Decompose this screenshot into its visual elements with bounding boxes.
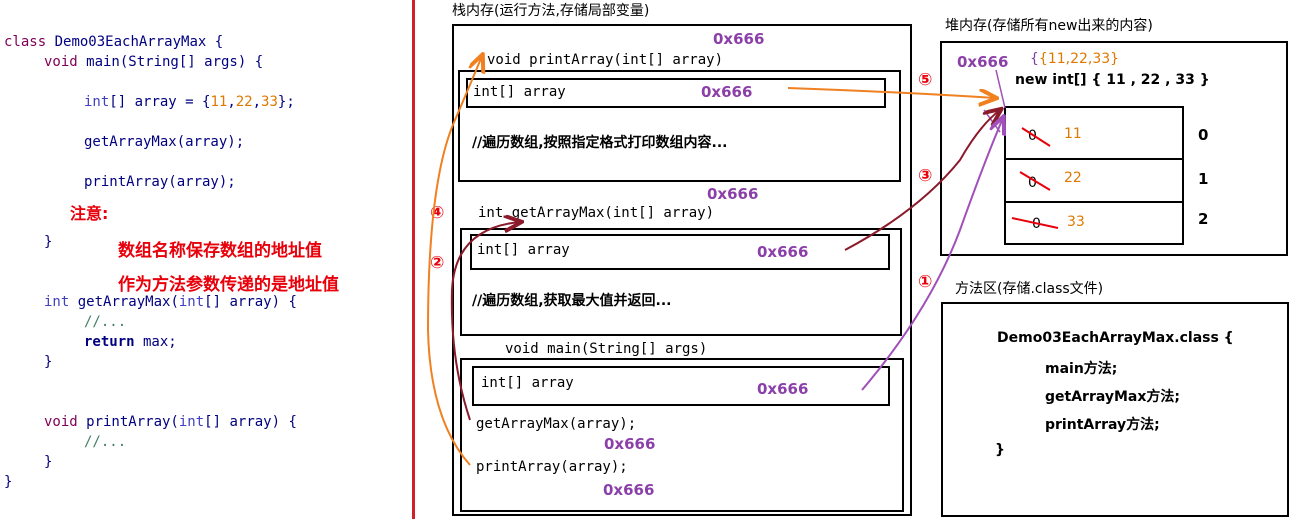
step-2-marker: ② bbox=[430, 253, 445, 273]
heap-cell-0-old: 0 bbox=[1028, 128, 1037, 144]
heap-header: 堆内存(存储所有new出来的内容) bbox=[945, 18, 1153, 34]
heap-new-expr: new int[] { 11 , 22 , 33 } bbox=[1015, 72, 1210, 88]
heap-cell-2-old: 0 bbox=[1032, 216, 1041, 232]
heap-values-label: {{11,22,33} bbox=[1030, 51, 1120, 67]
code-line-main: void main(String[] args) { bbox=[44, 54, 264, 70]
code-line-print-comment: //... bbox=[84, 434, 127, 450]
main-frame-signature: void main(String[] args) bbox=[505, 341, 708, 357]
heap-cell-divider-1 bbox=[1005, 158, 1183, 160]
method-area-header: 方法区(存储.class文件) bbox=[955, 281, 1104, 297]
method-area-class: Demo03EachArrayMax.class { bbox=[997, 330, 1234, 346]
main-frame-var: int[] array bbox=[481, 375, 574, 391]
max-frame-var: int[] array bbox=[477, 242, 570, 258]
code-line-getmax-sig: int getArrayMax(int[] array) { bbox=[44, 294, 297, 310]
step-4-marker: ④ bbox=[430, 203, 445, 223]
note-line2: 作为方法参数传递的是地址值 bbox=[118, 275, 339, 295]
heap-cell-1-value: 22 bbox=[1064, 170, 1082, 186]
code-line-array-decl: int[] array = {11,22,33}; bbox=[84, 94, 295, 110]
code-line-class-close: } bbox=[4, 474, 13, 490]
method-area-getarraymax: getArrayMax方法; bbox=[1045, 389, 1181, 405]
max-frame-signature: int getArrayMax(int[] array) bbox=[478, 205, 715, 221]
code-line-class: class Demo03EachArrayMax { bbox=[4, 34, 224, 50]
heap-cell-2-value: 33 bbox=[1067, 214, 1085, 230]
method-area-main: main方法; bbox=[1045, 361, 1118, 377]
main-frame-call-print: printArray(array); bbox=[476, 459, 628, 475]
main-frame-var-addr: 0x666 bbox=[757, 380, 809, 398]
heap-cell-0-index: 0 bbox=[1198, 126, 1209, 144]
heap-cell-1-old: 0 bbox=[1028, 175, 1037, 191]
heap-cell-2-index: 2 bbox=[1198, 210, 1209, 228]
note-title: 注意: bbox=[70, 204, 109, 223]
print-frame-comment: //遍历数组,按照指定格式打印数组内容... bbox=[472, 135, 728, 151]
print-frame-addr: 0x666 bbox=[713, 30, 765, 48]
stack-header: 栈内存(运行方法,存储局部变量) bbox=[452, 3, 650, 19]
main-frame-call-print-addr: 0x666 bbox=[603, 481, 655, 499]
max-frame-var-addr: 0x666 bbox=[757, 243, 809, 261]
heap-addr: 0x666 bbox=[957, 53, 1009, 71]
code-line-call-print: printArray(array); bbox=[84, 174, 236, 190]
code-line-getmax-comment: //... bbox=[84, 314, 127, 330]
heap-cell-0-value: 11 bbox=[1064, 126, 1082, 142]
code-line-getmax-close: } bbox=[44, 354, 53, 370]
heap-cell-divider-2 bbox=[1005, 201, 1183, 203]
note-line1: 数组名称保存数组的地址值 bbox=[118, 241, 322, 261]
divider-line bbox=[412, 0, 415, 519]
main-frame-call-getmax: getArrayMax(array); bbox=[476, 416, 637, 432]
step-5-marker: ⑤ bbox=[918, 70, 933, 90]
step-1-marker: ① bbox=[918, 272, 933, 292]
code-line-print-sig: void printArray(int[] array) { bbox=[44, 414, 297, 430]
heap-cell-1-index: 1 bbox=[1198, 170, 1209, 188]
print-frame-signature: void printArray(int[] array) bbox=[487, 52, 724, 68]
print-frame-var: int[] array bbox=[473, 84, 566, 100]
max-frame-comment: //遍历数组,获取最大值并返回... bbox=[472, 293, 672, 309]
max-frame-addr: 0x666 bbox=[707, 185, 759, 203]
code-line-return: return max; bbox=[84, 334, 177, 350]
method-area-box bbox=[941, 302, 1289, 517]
print-frame-var-addr: 0x666 bbox=[701, 83, 753, 101]
method-area-close: } bbox=[995, 442, 1005, 458]
code-line-call-getmax: getArrayMax(array); bbox=[84, 134, 245, 150]
code-line-main-close: } bbox=[44, 234, 53, 250]
step-3-marker: ③ bbox=[918, 166, 933, 186]
heap-array bbox=[1004, 106, 1184, 245]
code-line-print-close: } bbox=[44, 454, 53, 470]
main-frame-call-getmax-addr: 0x666 bbox=[604, 435, 656, 453]
method-area-printarray: printArray方法; bbox=[1045, 417, 1160, 433]
